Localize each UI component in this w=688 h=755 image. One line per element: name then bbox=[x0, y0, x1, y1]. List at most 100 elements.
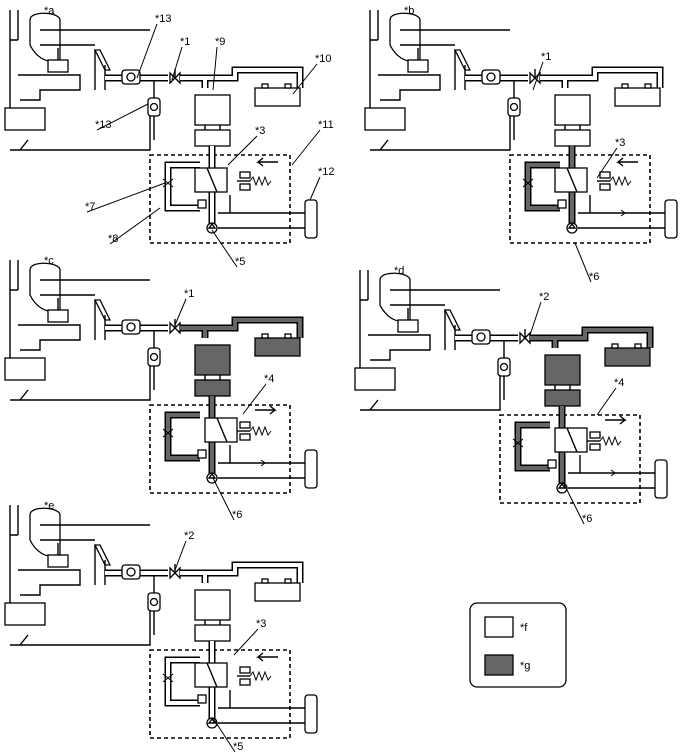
callout-leader bbox=[174, 298, 187, 326]
callout-leader bbox=[212, 477, 235, 521]
canister-link bbox=[204, 125, 221, 130]
pump-output-lines bbox=[218, 690, 310, 724]
switching-valve-body bbox=[204, 417, 238, 443]
callout-label: *13 bbox=[155, 13, 172, 25]
legend-label-unpressurized: *f bbox=[520, 622, 528, 634]
callout-label: *11 bbox=[318, 119, 334, 131]
callout-leader bbox=[212, 717, 236, 753]
ecu-box bbox=[4, 357, 46, 381]
canister-top bbox=[194, 589, 231, 621]
duct-line bbox=[18, 324, 81, 351]
pump-output-lines bbox=[218, 445, 310, 479]
fuel-tank-cap-2 bbox=[284, 83, 292, 89]
switching-valve-slash bbox=[566, 427, 578, 453]
spring-icon bbox=[249, 425, 272, 437]
coil-bottom-icon bbox=[239, 678, 251, 686]
callout-label: *6 bbox=[232, 509, 242, 521]
canister-link bbox=[204, 375, 221, 380]
pump-output-lines bbox=[578, 195, 670, 229]
fuel-tank-cap-2 bbox=[634, 343, 642, 349]
callout-leader bbox=[242, 383, 267, 415]
orifice-icon bbox=[522, 178, 534, 188]
fuel-tank bbox=[254, 582, 301, 602]
duct-line bbox=[18, 74, 81, 101]
fuel-tank bbox=[604, 347, 651, 367]
callout-leader bbox=[596, 147, 618, 179]
damper-icon bbox=[93, 544, 112, 566]
pipe-fluid bbox=[166, 413, 200, 460]
damper-icon bbox=[93, 49, 112, 71]
canister-bottom bbox=[544, 389, 581, 407]
callout-leader bbox=[574, 242, 592, 283]
pump-triangle bbox=[557, 482, 567, 489]
canister-filter bbox=[654, 459, 668, 499]
fuel-tank-cap-2 bbox=[284, 578, 292, 584]
callout-leader bbox=[227, 135, 258, 166]
callout-label: *3 bbox=[256, 618, 266, 630]
callout-leader bbox=[136, 23, 158, 79]
callout-label: *10 bbox=[315, 53, 332, 65]
switching-valve-body bbox=[194, 167, 228, 193]
callout-label: *8 bbox=[108, 233, 118, 245]
pipe-fluid bbox=[180, 318, 302, 338]
flow-direction-arrow bbox=[605, 415, 627, 425]
callout-leader bbox=[309, 176, 321, 201]
canister-bottom bbox=[194, 379, 231, 397]
callout-label: *7 bbox=[85, 201, 95, 213]
coil-bottom-icon bbox=[589, 443, 601, 451]
sensor-icon bbox=[379, 139, 389, 151]
filter-icon bbox=[197, 199, 207, 209]
callout-leader bbox=[96, 103, 149, 131]
sensor-icon bbox=[19, 634, 29, 646]
coil-top-icon bbox=[239, 171, 251, 179]
flow-direction-arrow bbox=[256, 652, 278, 662]
spring-icon bbox=[249, 670, 272, 682]
panel-b: *b*1*3*6 bbox=[364, 5, 678, 283]
callout-label: *1 bbox=[541, 51, 551, 63]
pipe-fluid bbox=[530, 328, 652, 348]
panel-label: *c bbox=[44, 255, 54, 267]
check-valve-2-ball bbox=[509, 102, 519, 112]
actuator-icon bbox=[47, 309, 69, 323]
check-valve-2-ball bbox=[149, 102, 159, 112]
callout-label: *9 bbox=[215, 36, 225, 48]
coil-bottom-icon bbox=[239, 183, 251, 191]
fuel-tank-cap bbox=[261, 578, 269, 584]
turbo-housing-icon bbox=[29, 507, 61, 557]
pump-module-boundary bbox=[149, 649, 291, 739]
housing-lines bbox=[400, 29, 510, 46]
callout-leader bbox=[596, 387, 617, 416]
coil-bottom-icon bbox=[239, 433, 251, 441]
duct-return bbox=[10, 360, 151, 401]
ecu-box bbox=[354, 367, 396, 391]
canister-link bbox=[564, 125, 581, 130]
flow-direction-arrow bbox=[616, 157, 638, 167]
pump-output-lines bbox=[568, 455, 660, 489]
coil-top-icon bbox=[239, 666, 251, 674]
filter-icon bbox=[197, 694, 207, 704]
actuator-icon bbox=[397, 319, 419, 333]
fuel-tank-cap bbox=[261, 83, 269, 89]
canister-bottom bbox=[554, 129, 591, 147]
fuel-tank-cap-2 bbox=[644, 83, 652, 89]
turbo-housing-icon bbox=[389, 12, 421, 62]
fuel-tank bbox=[254, 87, 301, 107]
turbo-housing-icon bbox=[379, 272, 411, 322]
ecu-box bbox=[364, 107, 406, 131]
ecu-box bbox=[4, 602, 46, 626]
duct-return bbox=[10, 605, 151, 646]
housing-lines bbox=[40, 279, 150, 296]
engine-block-outline bbox=[359, 270, 369, 380]
pump-module-boundary bbox=[149, 154, 291, 244]
engine-block-outline bbox=[9, 505, 19, 615]
canister-top bbox=[554, 94, 591, 126]
sensor-icon bbox=[19, 389, 29, 401]
callout-leader bbox=[291, 129, 321, 166]
canister-top bbox=[194, 344, 231, 376]
callout-label: *13 bbox=[95, 119, 112, 131]
duct-line bbox=[18, 569, 81, 596]
engine-block-outline bbox=[9, 10, 19, 120]
pipe-fluid bbox=[516, 423, 550, 470]
sensor-icon bbox=[19, 139, 29, 151]
sensor-icon bbox=[369, 399, 379, 411]
